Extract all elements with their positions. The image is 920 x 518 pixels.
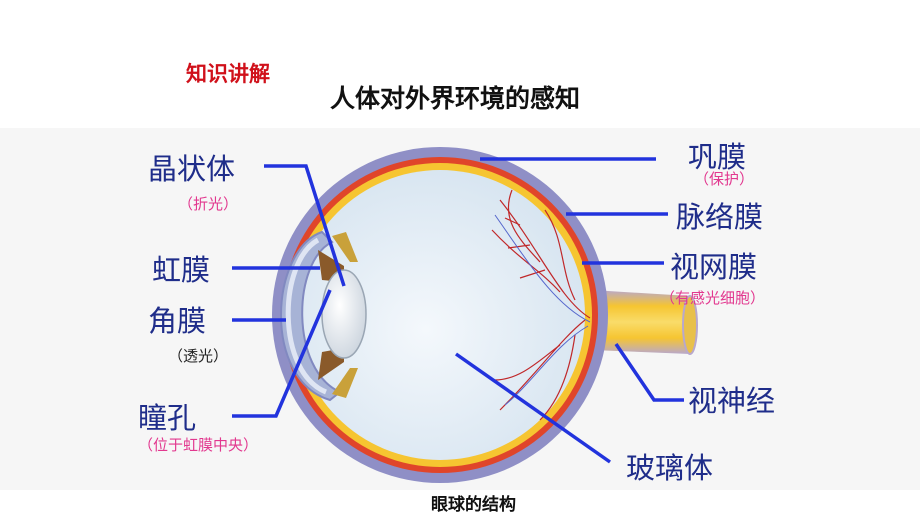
note-lens: （折光） [178, 195, 239, 213]
figure-caption: 眼球的结构 [431, 495, 516, 515]
section-tag: 知识讲解 [186, 62, 270, 86]
label-optic-nerve: 视神经 [688, 384, 776, 418]
note-retina: （有感光细胞） [660, 289, 766, 307]
optic-nerve [592, 290, 690, 354]
label-iris: 虹膜 [152, 253, 211, 287]
pointer-vitreous [454, 352, 612, 464]
pointer-lines [232, 157, 684, 464]
label-pupil: 瞳孔 [138, 401, 197, 435]
note-sclera: （保护） [694, 170, 755, 188]
label-sclera: 巩膜 [688, 140, 747, 174]
label-choroid: 脉络膜 [676, 200, 764, 234]
retinal-vessels [491, 189, 591, 421]
note-pupil: （位于虹膜中央） [138, 436, 259, 454]
label-cornea: 角膜 [148, 304, 207, 338]
page-title: 人体对外界环境的感知 [330, 84, 581, 113]
note-cornea: （透光） [168, 347, 229, 365]
optic-nerve-end [682, 295, 698, 355]
label-retina: 视网膜 [670, 250, 758, 284]
pointer-optic-nerve [614, 343, 684, 402]
label-lens: 晶状体 [148, 152, 236, 186]
pointer-lens [264, 164, 346, 287]
vitreous-body [295, 170, 585, 460]
lens [321, 269, 367, 359]
pointer-pupil [232, 289, 332, 418]
label-vitreous: 玻璃体 [626, 451, 714, 485]
